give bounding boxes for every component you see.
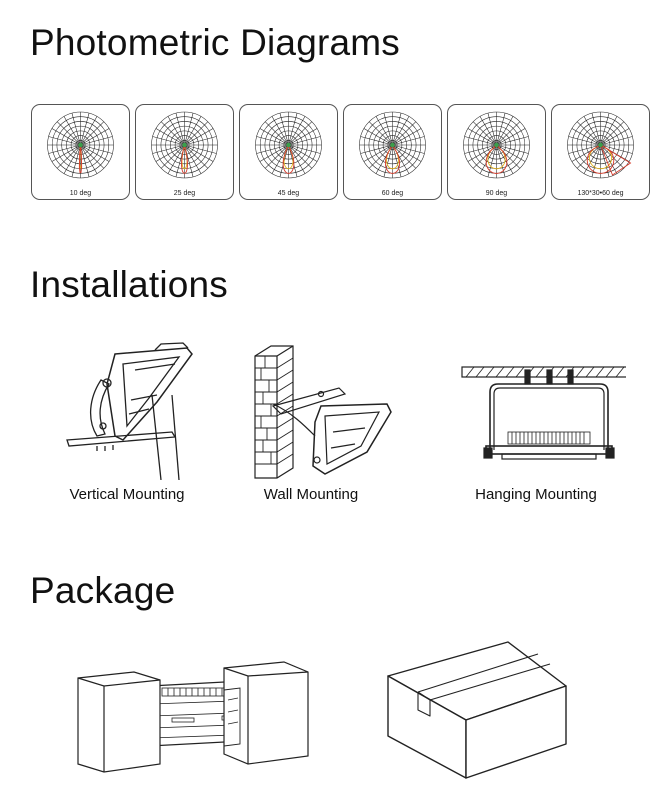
installation-wall: Wall Mounting [211,340,411,503]
closed-box-icon [387,641,567,779]
section-title-package: Package [30,570,176,611]
wall-mount-icon [254,345,392,479]
open-package-icon [77,661,309,773]
installation-label: Vertical Mounting [69,486,185,503]
installation-label: Wall Mounting [263,486,359,503]
photometric-diagram: 90 deg [447,104,546,200]
section-title-photometric: Photometric Diagrams [30,22,401,63]
hanging-mount-icon [461,366,626,460]
beam-angle-label: 45 deg [277,190,300,197]
installation-hanging: Hanging Mounting [436,340,636,503]
beam-angle-label: 60 deg [381,190,404,197]
photometric-diagram: 25 deg [135,104,234,200]
polar-chart-icon [47,111,114,179]
photometric-diagram: 130*30•60 deg [551,104,650,200]
section-title-installations: Installations [30,264,228,305]
polar-chart-icon [463,111,530,179]
photometric-diagram: 60 deg [343,104,442,200]
beam-angle-label: 25 deg [173,190,196,197]
installation-vertical: Vertical Mounting [27,340,227,503]
photometric-diagram-row: 10 deg 25 deg 45 deg 60 deg 90 deg 130*3… [31,104,650,200]
polar-chart-icon [359,111,426,179]
vertical-mount-icon [66,342,193,480]
beam-angle-label: 90 deg [485,190,508,197]
installation-label: Hanging Mounting [475,486,597,503]
polar-chart-icon [567,111,634,179]
photometric-diagram: 10 deg [31,104,130,200]
beam-angle-label: 10 deg [69,190,92,197]
beam-angle-label: 130*30•60 deg [577,190,624,197]
polar-chart-icon [151,111,218,179]
polar-chart-icon [255,111,322,179]
photometric-diagram: 45 deg [239,104,338,200]
